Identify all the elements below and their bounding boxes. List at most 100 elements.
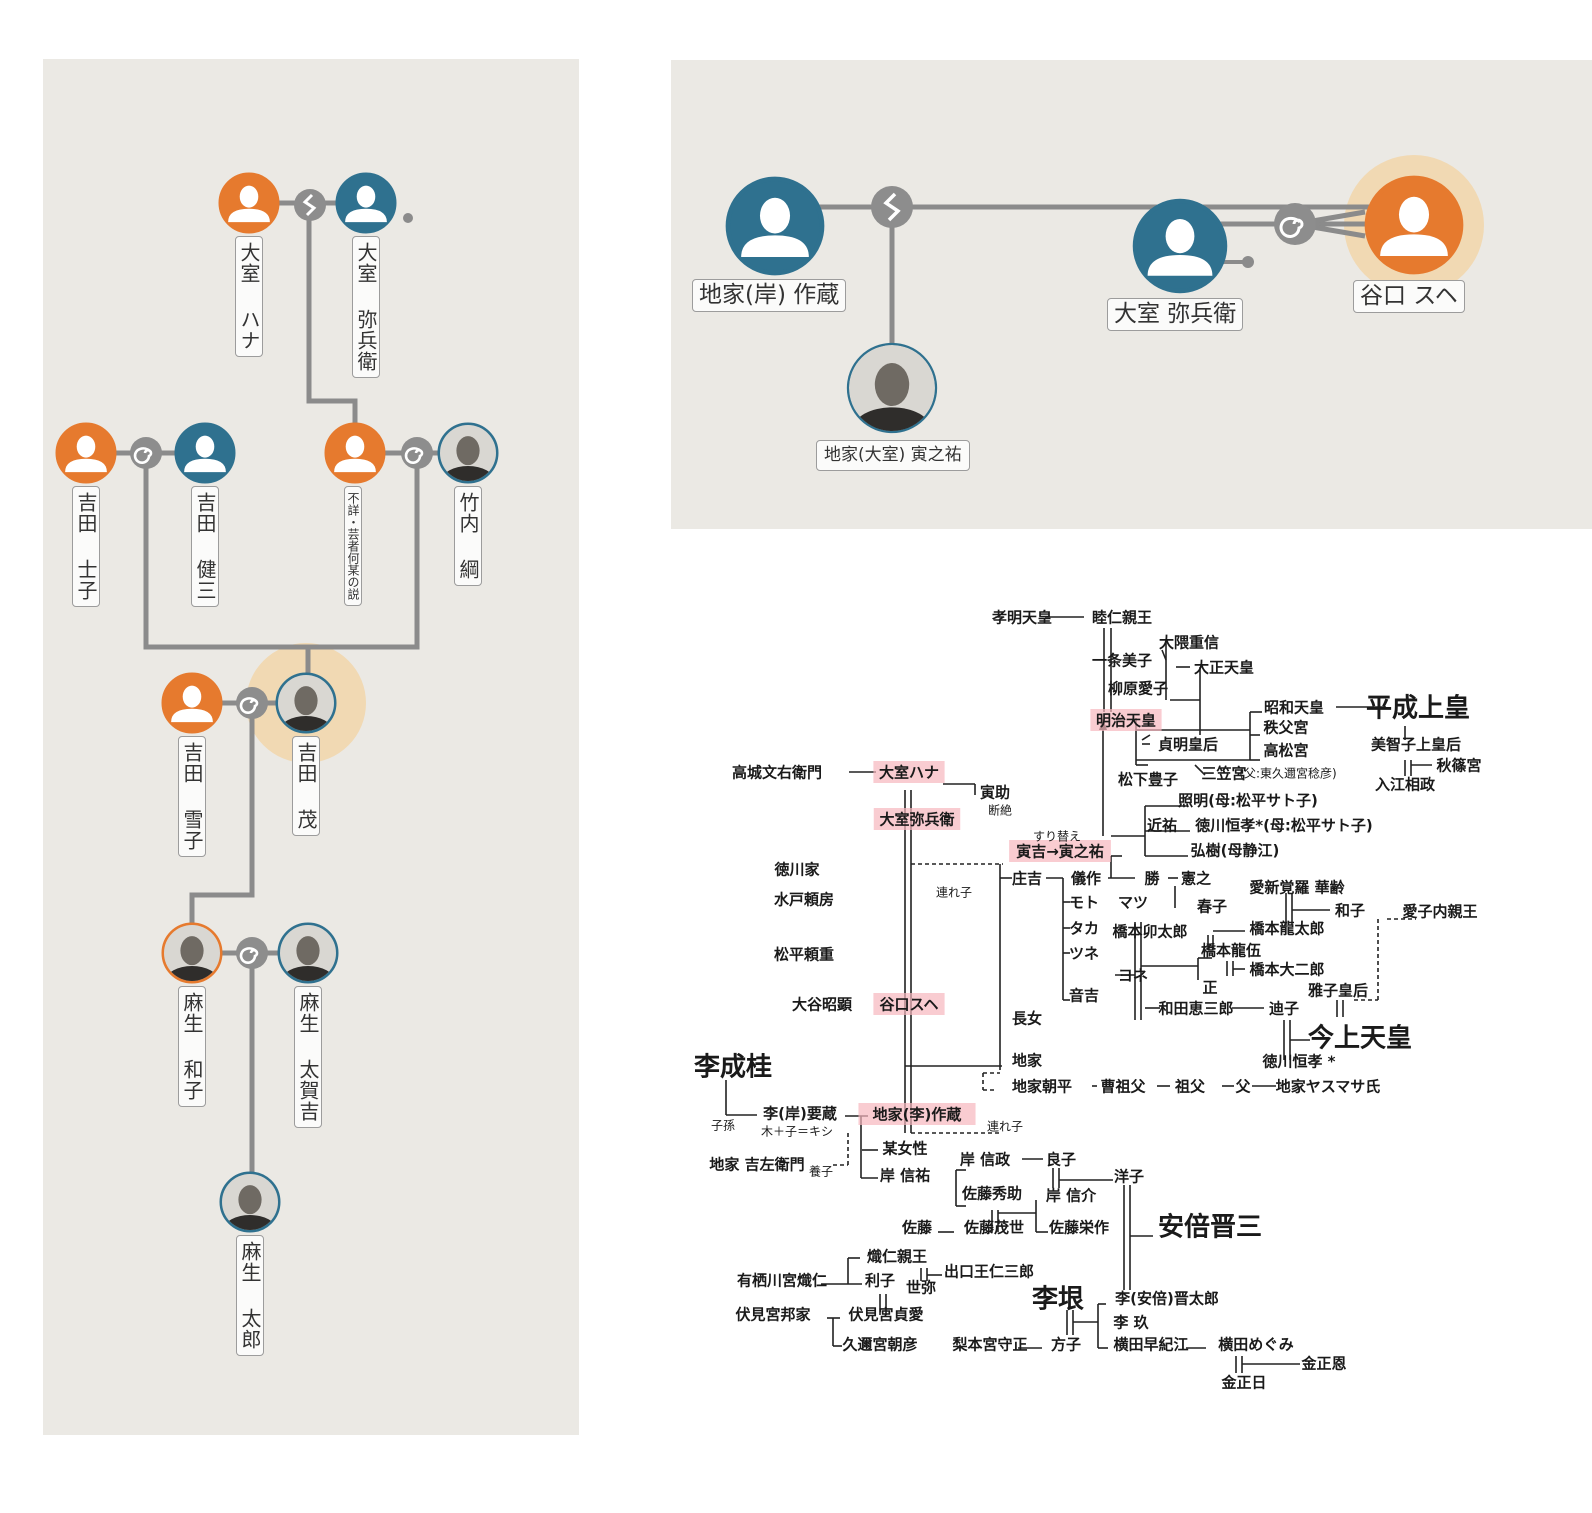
avatar-toranosuke[interactable] xyxy=(846,342,938,450)
chart-person-label: 橋本龍太郎 xyxy=(1249,919,1324,937)
chart-person-label: 愛新覚羅 華齢 xyxy=(1249,878,1345,896)
avatar-kenzo[interactable] xyxy=(174,422,236,484)
avatar-yukiko[interactable] xyxy=(161,672,223,734)
chart-person-label: 良子 xyxy=(1046,1150,1076,1168)
chart-person-label: 三笠宮 xyxy=(1201,764,1246,782)
person-name-label: 麻生 太郎 xyxy=(236,1235,264,1356)
person-name-label: 吉田 茂 xyxy=(292,736,320,836)
chart-person-label: 子孫 xyxy=(711,1118,735,1132)
chart-person-label: 連れ子 xyxy=(987,1119,1023,1133)
chart-person-label: モト xyxy=(1069,893,1099,911)
person-name-label: 吉田 健三 xyxy=(191,486,219,607)
portrait-photo-icon xyxy=(440,425,496,481)
chart-person-label: 一条美子 xyxy=(1092,651,1152,669)
chart-person-label: 大谷昭顕 xyxy=(792,995,853,1013)
avatar-sakuzo[interactable] xyxy=(725,176,825,276)
chart-person-label: 父 xyxy=(1234,1077,1251,1095)
person-name-label: 地家(大室) 寅之祐 xyxy=(816,440,970,471)
chart-person-label: 美智子上皇后 xyxy=(1371,735,1461,753)
highlight-marker xyxy=(1090,709,1162,731)
chart-person-label: すり替え xyxy=(1033,829,1081,843)
chart-person-label: 大室ハナ xyxy=(879,763,939,781)
person-name-label: 吉田 雪子 xyxy=(178,736,206,857)
highlight-marker xyxy=(858,1103,976,1125)
chart-person-label: 佐藤茂世 xyxy=(963,1218,1024,1236)
chart-person-label: 方子 xyxy=(1051,1335,1081,1353)
portrait-photo-icon xyxy=(164,925,220,981)
chart-person-label: 岸 信政 xyxy=(960,1150,1011,1168)
chart-person-label: 儀作 xyxy=(1070,869,1101,887)
portrait-photo-icon xyxy=(280,925,336,981)
chart-person-label: 照明(母:松平サト子) xyxy=(1178,791,1318,809)
chart-person-label: 徳川恒孝 * xyxy=(1261,1052,1335,1070)
chart-person-label: 寅助 xyxy=(980,783,1010,801)
chart-person-label: 熾仁親王 xyxy=(867,1247,927,1265)
portrait-photo-icon xyxy=(849,345,935,431)
avatar-kazuko[interactable] xyxy=(161,922,223,995)
chart-person-label: 久邇宮朝彦 xyxy=(842,1335,917,1353)
avatar-hana[interactable] xyxy=(218,172,280,234)
chart-person-label: 和子 xyxy=(1335,901,1365,919)
chart-person-label: 松下豊子 xyxy=(1118,770,1178,788)
highlight-marker xyxy=(1009,840,1111,862)
chart-person-label: 明治天皇 xyxy=(1096,711,1156,729)
chart-person-label: 谷口スヘ xyxy=(880,995,939,1013)
chart-person-label: 長女 xyxy=(1012,1009,1042,1027)
avatar-takeuchi[interactable] xyxy=(437,422,499,495)
chart-person-label: 徳川家 xyxy=(773,860,819,878)
chart-person-label: 雅子皇后 xyxy=(1307,981,1368,999)
chart-person-label: ツネ xyxy=(1069,944,1099,962)
chart-person-label: 勝 xyxy=(1144,869,1160,887)
chart-person-label: 迪子 xyxy=(1269,999,1299,1017)
chart-person-label: 横田早紀江 xyxy=(1113,1335,1188,1353)
chart-person-label: 平成上皇 xyxy=(1366,693,1470,723)
chart-person-label: 貞明皇后 xyxy=(1158,735,1218,753)
chart-person-label: 李 玖 xyxy=(1112,1313,1149,1331)
imperial-genealogy-chart: 孝明天皇睦仁親王大隈重信一条美子大正天皇柳原愛子昭和天皇平成上皇明治天皇秩父宮美… xyxy=(693,608,1482,1391)
right-top-family-panel xyxy=(671,60,1592,529)
chart-person-label: 橋本卯太郎 xyxy=(1112,922,1187,940)
chart-person-label: 梨本宮守正 xyxy=(951,1335,1027,1353)
avatar-yahei2[interactable] xyxy=(1132,198,1228,294)
chart-person-label: 高城文右衛門 xyxy=(732,763,822,781)
chart-person-label: 李成桂 xyxy=(693,1052,772,1082)
chart-person-label: 大室弥兵衛 xyxy=(879,810,954,828)
avatar-yahei[interactable] xyxy=(335,172,397,234)
chart-person-label: 世弥 xyxy=(906,1278,936,1296)
avatar-sue[interactable] xyxy=(1364,175,1464,275)
person-name-label: 地家(岸) 作蔵 xyxy=(692,279,847,313)
chart-person-label: タカ xyxy=(1069,919,1099,937)
chart-person-label: 断絶 xyxy=(988,802,1012,817)
highlight-marker xyxy=(873,993,945,1015)
avatar-taro[interactable] xyxy=(219,1171,281,1244)
chart-person-label: 愛子内親王 xyxy=(1402,902,1477,920)
avatar-takakichi[interactable] xyxy=(277,922,339,995)
chart-person-label: 金正恩 xyxy=(1300,1354,1346,1372)
person-name-label: 竹内 綱 xyxy=(454,486,482,586)
chart-person-label: 佐藤 xyxy=(901,1218,933,1236)
chart-person-label: 和田恵三郎 xyxy=(1158,999,1233,1017)
chart-person-label: 橋本龍伍 xyxy=(1201,941,1261,959)
person-name-label: 大室 ハナ xyxy=(235,236,263,357)
lineage-line xyxy=(1141,734,1151,741)
chart-person-label: 憲之 xyxy=(1180,869,1211,887)
chart-person-label: 利子 xyxy=(865,1271,895,1289)
chart-person-label: 水戸頼房 xyxy=(774,890,834,908)
chart-person-label: 秩父宮 xyxy=(1263,718,1308,736)
chart-person-label: 李(岸)要蔵 xyxy=(762,1104,837,1122)
chart-person-label: 祖父 xyxy=(1174,1077,1206,1095)
chart-person-label: 地家ヤスマサ氏 xyxy=(1276,1077,1381,1095)
avatar-geisha[interactable] xyxy=(324,422,386,484)
avatar-shigeru[interactable] xyxy=(275,672,337,745)
chart-person-label: 養子 xyxy=(809,1163,833,1178)
chart-person-label: 曹祖父 xyxy=(1100,1077,1146,1095)
person-name-label: 大室 弥兵衛 xyxy=(1107,298,1244,332)
person-name-label: 不詳・芸者何某の説 xyxy=(344,486,362,606)
chart-person-label: 今上天皇 xyxy=(1308,1022,1412,1053)
person-name-label: 麻生 太賀吉 xyxy=(294,986,322,1128)
chart-person-label: 弘樹(母静江) xyxy=(1191,841,1280,859)
lineage-line xyxy=(1194,764,1206,776)
chart-person-label: 春子 xyxy=(1197,897,1227,915)
avatar-shiko[interactable] xyxy=(55,422,117,484)
